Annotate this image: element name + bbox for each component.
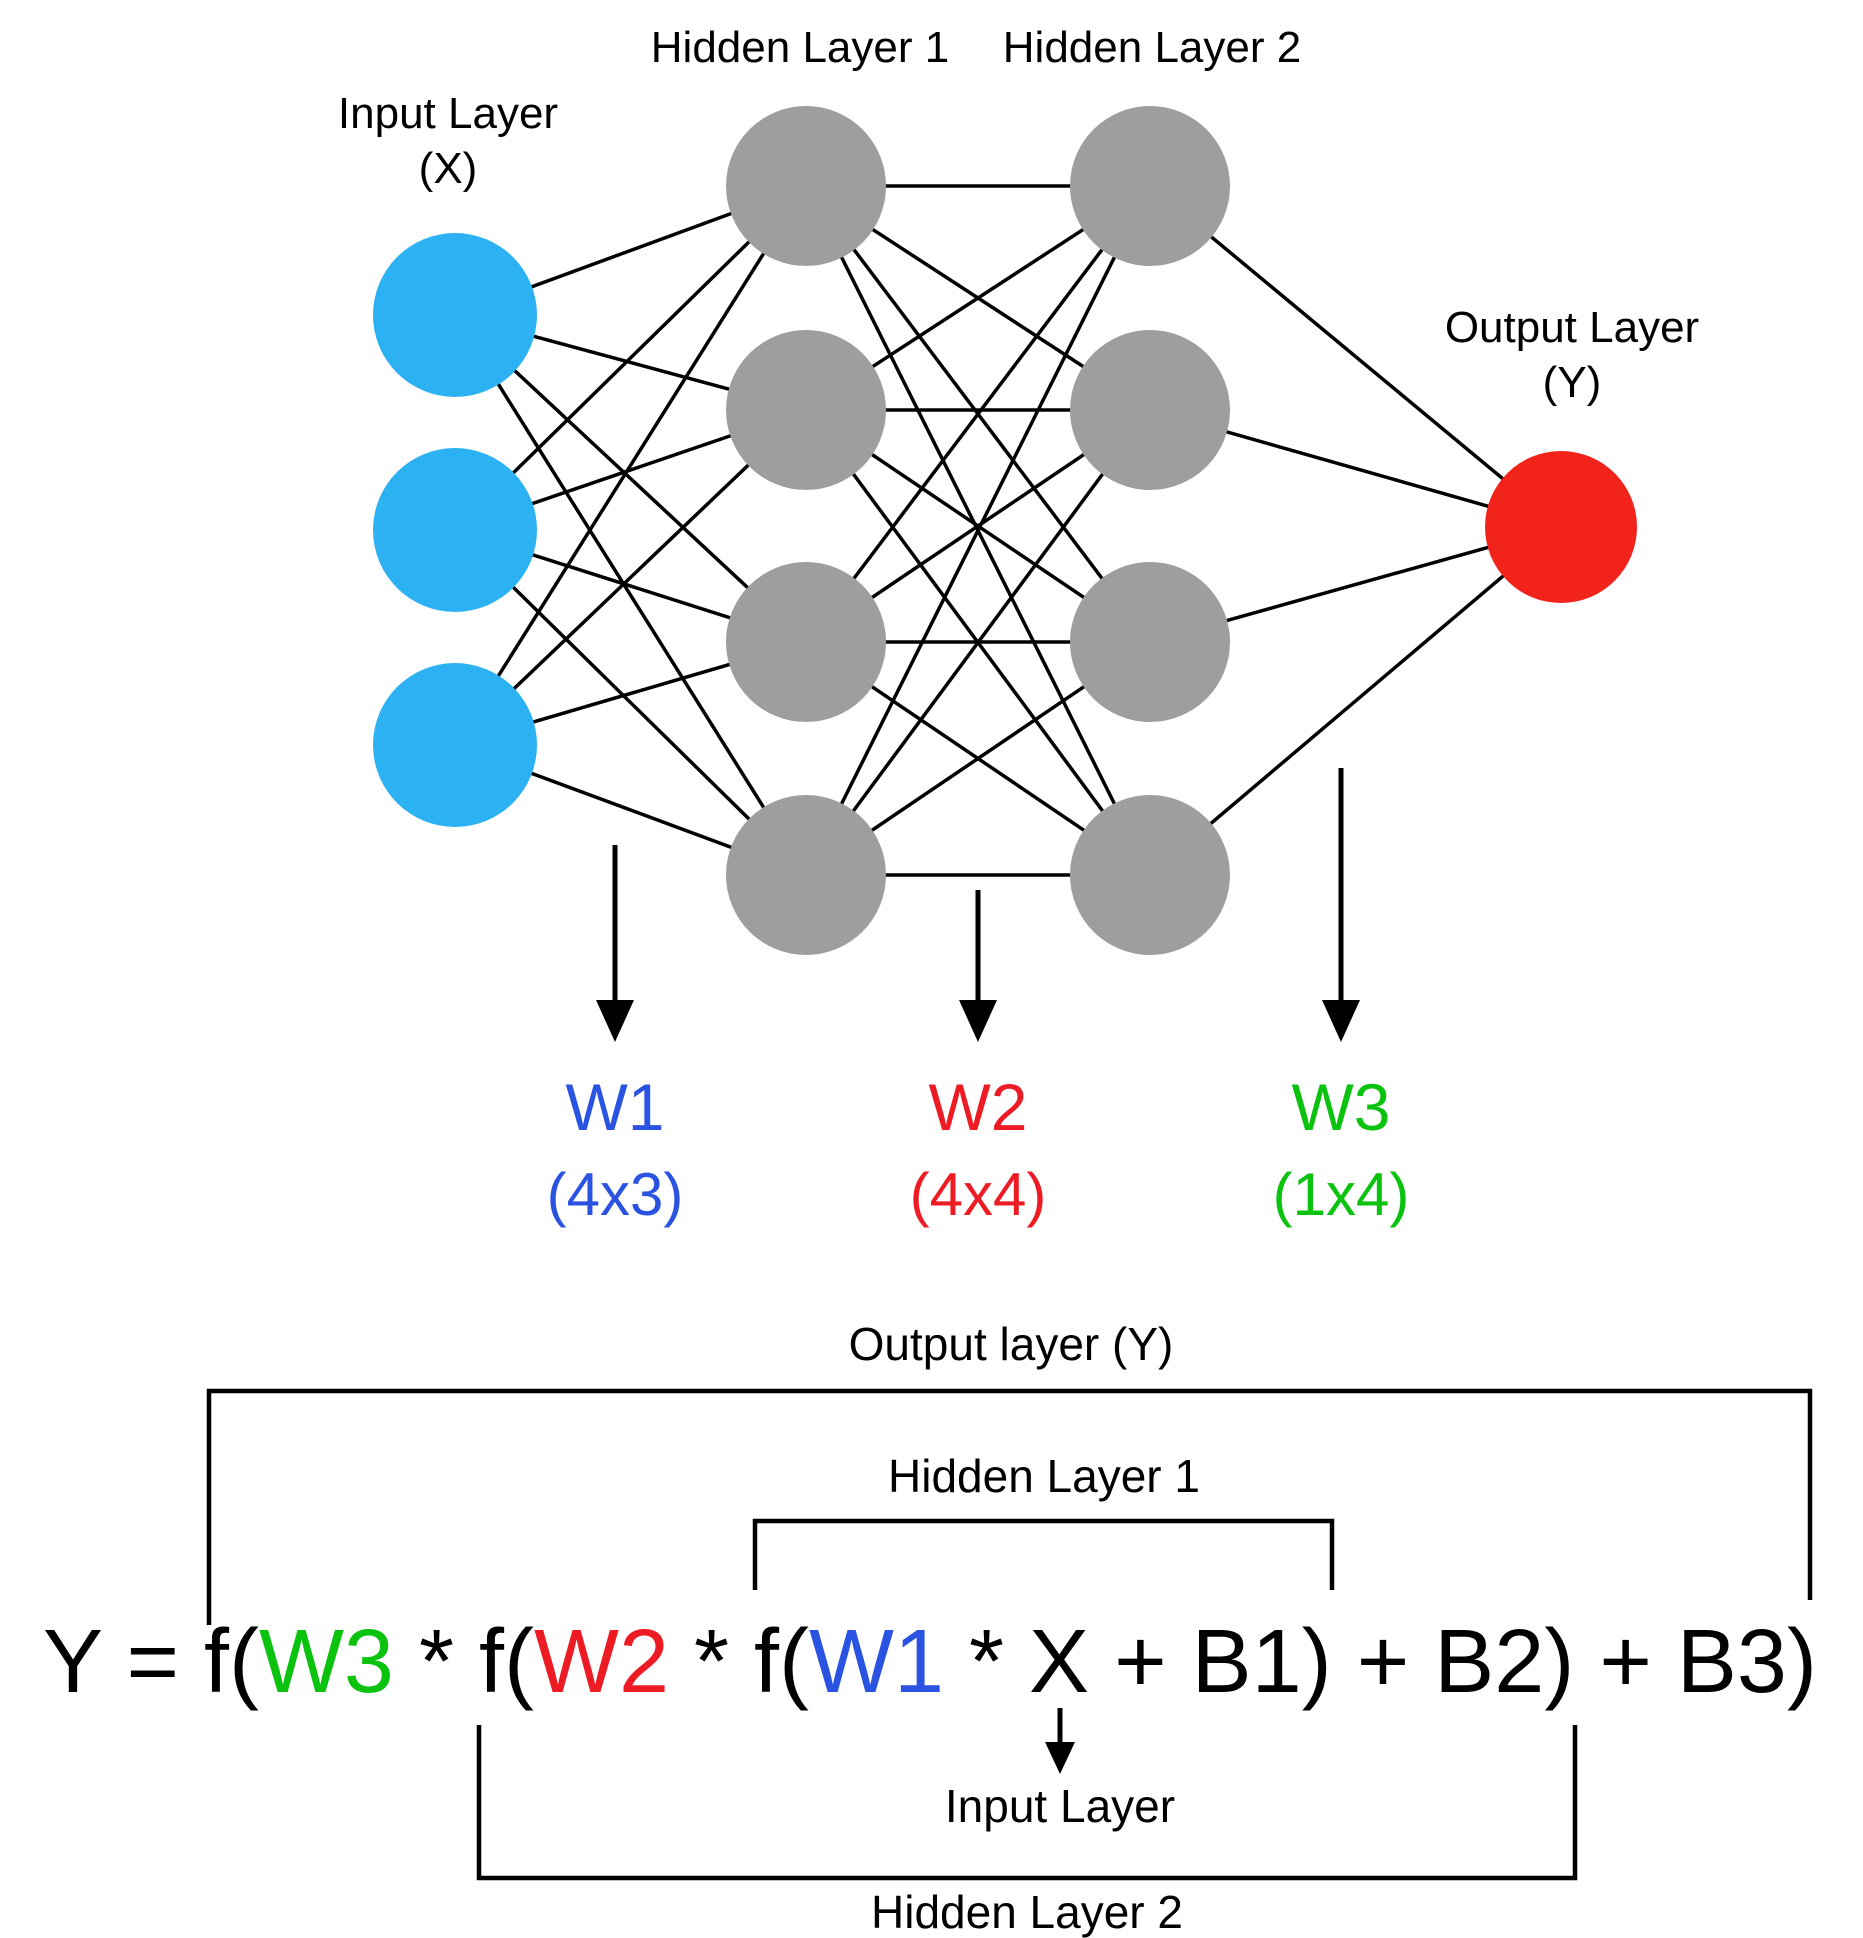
connections-hidden1-hidden2 (804, 184, 1152, 877)
formula-segment-w2: W2 (534, 1612, 669, 1712)
hidden-layer-2-nodes (1070, 106, 1230, 955)
formula-text: Y = f(W3 * f(W2 * f(W1 * X + B1) + B2) +… (43, 1612, 1817, 1712)
w3-annotation: W3 (1x4) (1273, 768, 1410, 1228)
w1-arrowhead-icon (596, 1000, 634, 1042)
output-layer-nodes (1485, 451, 1637, 603)
connection-line (1148, 525, 1563, 877)
connection-line (804, 185, 1152, 876)
w2-label: W2 (929, 1070, 1028, 1144)
input-node (373, 663, 537, 827)
hidden-node (726, 562, 886, 722)
w2-annotation: W2 (4x4) (910, 890, 1047, 1228)
w3-arrowhead-icon (1322, 1000, 1360, 1042)
output-layer-subtitle: (Y) (1543, 358, 1602, 407)
hidden-layer-1-nodes (726, 106, 886, 955)
w1-label: W1 (566, 1070, 665, 1144)
formula-segment: * f( (394, 1612, 534, 1712)
formula-segment: Y = f( (43, 1612, 259, 1712)
hidden-node (1070, 106, 1230, 266)
w1-dims: (4x3) (547, 1161, 684, 1228)
input-layer-arrowhead-icon (1045, 1742, 1075, 1774)
hidden-layer-2-bracket (476, 1725, 1578, 1881)
connection-line (804, 184, 1152, 644)
hidden-layer-2-annotation: Hidden Layer 2 (871, 1886, 1183, 1938)
formula-segment: * f( (669, 1612, 809, 1712)
w3-dims: (1x4) (1273, 1161, 1410, 1228)
connection-line (804, 408, 1152, 877)
input-layer-subtitle: (X) (419, 144, 478, 193)
hidden-node (1070, 795, 1230, 955)
hidden-layer-1-title: Hidden Layer 1 (651, 23, 949, 72)
hidden-node (1070, 562, 1230, 722)
hidden-node (1070, 330, 1230, 490)
input-node (373, 448, 537, 612)
input-layer-annotation-group: Input Layer (945, 1708, 1175, 1832)
w2-arrowhead-icon (959, 1000, 997, 1042)
hidden-node (726, 795, 886, 955)
connection-line (453, 185, 808, 746)
w1-annotation: W1 (4x3) (547, 845, 684, 1228)
output-layer-annotation: Output layer (Y) (849, 1318, 1174, 1370)
output-node (1485, 451, 1637, 603)
hidden-layer-2-title: Hidden Layer 2 (1003, 23, 1301, 72)
input-layer-nodes (373, 233, 537, 827)
connection-line (453, 314, 808, 876)
hidden-layer-1-annotation: Hidden Layer 1 (888, 1450, 1200, 1502)
formula-segment: * X + B1) + B2) + B3) (944, 1612, 1817, 1712)
w2-dims: (4x4) (910, 1161, 1047, 1228)
input-layer-title: Input Layer (338, 89, 558, 138)
hidden-layer-1-bracket (752, 1518, 1335, 1590)
input-layer-annotation: Input Layer (945, 1780, 1175, 1832)
input-node (373, 233, 537, 397)
connection-line (1148, 184, 1563, 529)
hidden-node (726, 330, 886, 490)
w3-label: W3 (1292, 1070, 1391, 1144)
connection-line (453, 528, 808, 877)
output-layer-bracket (206, 1388, 1813, 1625)
formula-segment-w3: W3 (259, 1612, 394, 1712)
hidden-node (726, 106, 886, 266)
output-layer-title: Output Layer (1445, 303, 1699, 352)
formula-segment-w1: W1 (809, 1612, 944, 1712)
